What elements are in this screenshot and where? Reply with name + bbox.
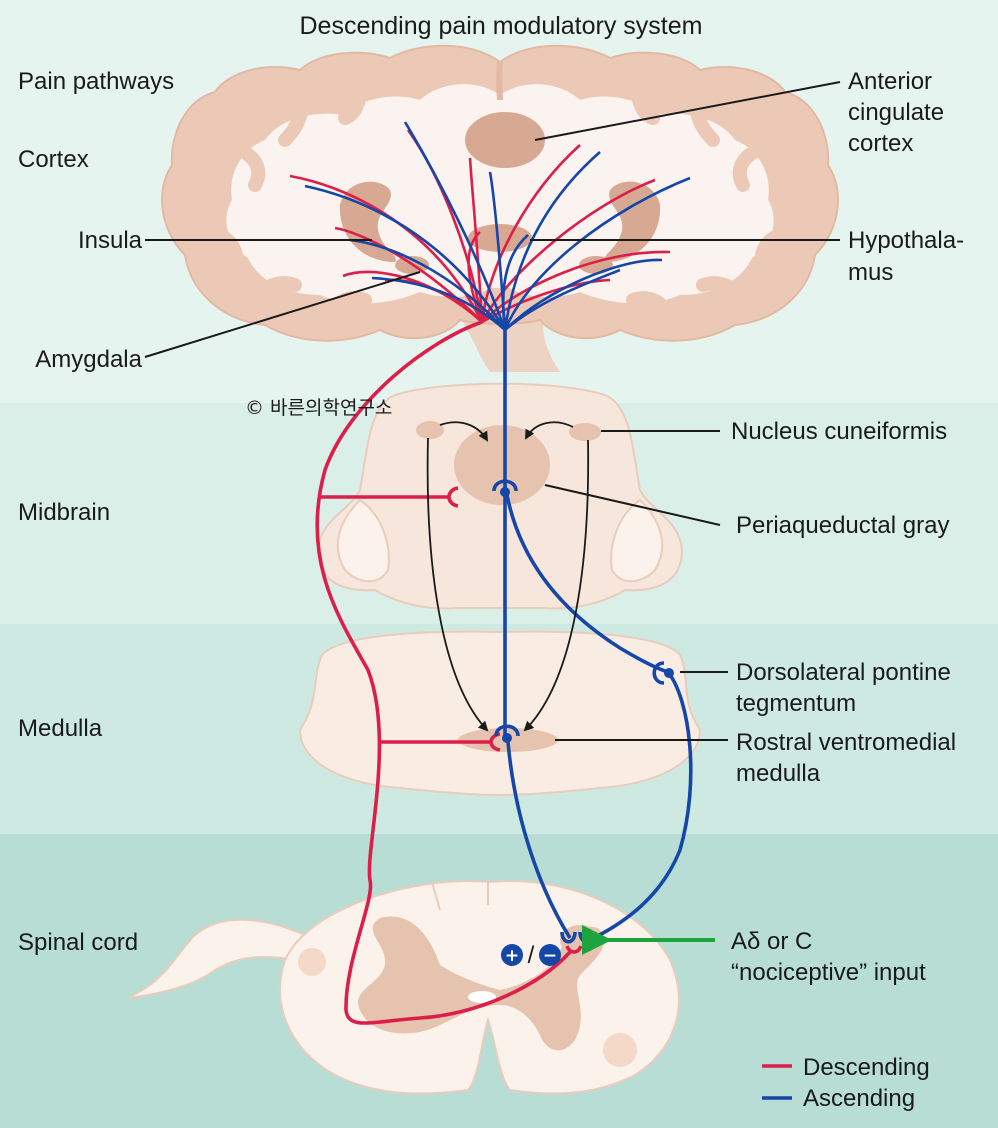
nc-left-to-pag [439, 421, 489, 442]
legend: Descending Ascending [762, 1054, 930, 1112]
dorsal-septum [431, 881, 489, 911]
tract-spot-left [298, 948, 326, 976]
hypothalamus-nucleus [468, 224, 532, 252]
leader-amygdala [144, 271, 421, 358]
region-medulla: Medulla [18, 715, 103, 742]
label-rvm-1: Rostral ventromedial [736, 729, 956, 756]
label-insula: Insula [78, 227, 143, 254]
sulci-right [626, 75, 805, 325]
region-midbrain: Midbrain [18, 499, 110, 526]
label-dlpt-2: tegmentum [736, 690, 856, 717]
rvm-synapse-cup [494, 724, 520, 737]
medulla-section [298, 630, 702, 797]
brain-section [161, 44, 839, 372]
leader-anterior-cingulate [534, 81, 841, 141]
pag-synapse-cup [492, 479, 518, 492]
label-anterior-cingulate-3: cortex [848, 130, 913, 157]
spinal-synapse-red [565, 945, 583, 954]
descending-main-trunk [315, 320, 572, 1025]
central-canal [468, 991, 496, 1003]
copyright-label: © 바른의학연구소 [245, 397, 392, 419]
nc-right-to-pag [525, 421, 574, 440]
spinal-synapse-cup-1 [560, 931, 577, 944]
plus-sign: + [505, 946, 519, 966]
label-rvm-2: medulla [736, 760, 821, 787]
label-dlpt-1: Dorsolateral pontine [736, 659, 951, 686]
nucleus-cuneiformis-right [569, 423, 601, 441]
legend-descending-label: Descending [803, 1054, 930, 1081]
minus-sign: − [543, 946, 557, 966]
cortex-fibers-blue [304, 121, 691, 331]
label-input-1: Aδ or C [731, 928, 812, 955]
dlpt-to-spinal [589, 670, 693, 942]
label-nucleus-cuneiformis: Nucleus cuneiformis [731, 418, 947, 445]
nc-right-to-rvm [523, 439, 590, 732]
leader-pag [544, 484, 721, 526]
region-cortex: Cortex [18, 146, 89, 173]
medulla-outline [298, 630, 702, 797]
nerve-root [127, 918, 307, 1000]
ascending-synapse-dots [500, 487, 674, 743]
rvm-synapse-dot [502, 733, 512, 743]
minus-sign-circle [539, 944, 561, 966]
nucleus-cuneiformis-arrows [426, 421, 590, 732]
label-anterior-cingulate-2: cingulate [848, 99, 944, 126]
label-pag: Periaqueductal gray [736, 512, 949, 539]
nucleus-cuneiformis-left [416, 421, 444, 439]
label-hypothalamus-1: Hypothala- [848, 227, 964, 254]
tract-spot-right [603, 1033, 637, 1067]
periaqueductal-gray-nucleus [454, 425, 550, 505]
label-amygdala: Amygdala [35, 346, 142, 373]
leader-lines [144, 81, 841, 741]
region-spinal-cord: Spinal cord [18, 929, 138, 956]
pag-synapse-dot [500, 487, 510, 497]
sign-slash: / [528, 942, 535, 969]
midline-fissure [496, 61, 503, 101]
diagram-title: Descending pain modulatory system [300, 12, 703, 40]
dlpt-synapse-dot [664, 668, 674, 678]
midbrain-peduncle-right [610, 498, 664, 583]
label-input-2: “nociceptive” input [731, 959, 926, 986]
plus-sign-circle [501, 944, 523, 966]
label-anterior-cingulate-1: Anterior [848, 68, 932, 95]
brainstem-stub [455, 310, 560, 372]
insula-nucleus-right [604, 181, 661, 262]
nc-left-to-rvm [426, 437, 489, 732]
midbrain-section [316, 382, 684, 610]
modulation-signs: + / − [501, 942, 561, 969]
label-hypothalamus-2: mus [848, 259, 893, 286]
legend-ascending-label: Ascending [803, 1085, 915, 1112]
midbrain-synapse-red [447, 486, 459, 508]
ascending-pathway [492, 330, 693, 944]
anterior-cingulate-nucleus [465, 112, 545, 168]
sulci-left [193, 75, 372, 325]
region-pain-pathways: Pain pathways [18, 68, 174, 95]
pag-to-dlpt [505, 494, 669, 674]
dlpt-synapse-cup [652, 661, 665, 685]
midbrain-peduncle-left [336, 498, 390, 583]
rvm-to-spinal [506, 741, 572, 939]
